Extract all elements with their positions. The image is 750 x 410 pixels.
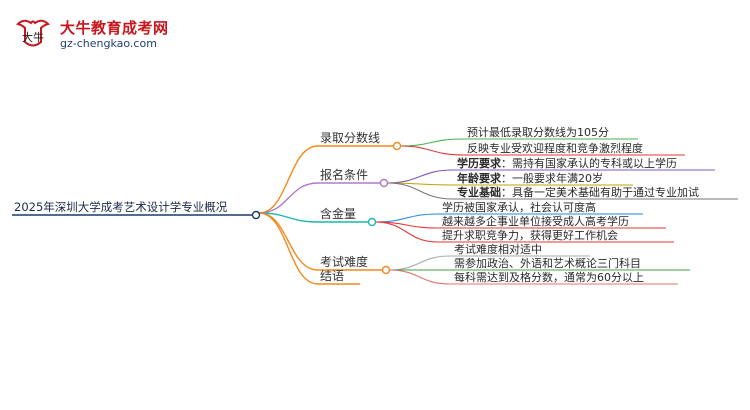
branch-edge-0: [258, 145, 319, 214]
leaf-topic-0-0[interactable]: 预计最低录取分数线为105分: [467, 126, 609, 139]
leaf-topic-2-1[interactable]: 越来越多企事业单位接受成人高考学历: [442, 215, 629, 228]
leaf-text: ：需持有国家承认的专科或以上学历: [501, 157, 677, 170]
branch-topic-4[interactable]: 结语: [320, 269, 345, 283]
branch-edge-1: [258, 182, 319, 214]
branch-topic-2[interactable]: 含金量: [320, 207, 357, 221]
bull-logo-icon: 大牛: [16, 19, 50, 47]
leaf-text: 每科需达到及格分数，通常为60分以上: [454, 271, 644, 284]
branch-topic-0[interactable]: 录取分数线: [320, 131, 381, 145]
leaf-edge-0-0: [399, 138, 464, 147]
leaf-edge-3-0: [388, 255, 451, 271]
leaf-topic-3-1[interactable]: 需参加政治、外语和艺术概论三门科目: [454, 257, 641, 270]
leaf-text: 越来越多企事业单位接受成人高考学历: [442, 215, 629, 228]
leaf-topic-1-2[interactable]: 专业基础：具备一定美术基础有助于通过专业加试: [457, 186, 699, 199]
branch-node-3: [381, 265, 391, 275]
leaf-edge-1-2: [386, 182, 454, 200]
leaf-edge-3-2: [388, 269, 451, 285]
leaf-topic-3-0[interactable]: 考试难度相对适中: [454, 243, 542, 256]
branch-node-0: [392, 141, 402, 151]
leaf-topic-0-1[interactable]: 反映专业受欢迎程度和竞争激烈程度: [467, 142, 643, 155]
branch-node-2: [367, 217, 377, 227]
leaf-topic-2-2[interactable]: 提升求职竞争力，获得更好工作机会: [442, 229, 618, 242]
leaf-key: 学历要求: [457, 157, 501, 170]
leaf-text: 提升求职竞争力，获得更好工作机会: [442, 229, 618, 242]
site-logo[interactable]: 大牛 大牛教育成考网 gz-chengkao.com: [10, 14, 180, 54]
leaf-text: ：一般要求年满20岁: [501, 172, 603, 185]
branch-topic-3[interactable]: 考试难度: [320, 255, 369, 269]
root-node: [251, 210, 261, 220]
branch-edge-4: [258, 212, 319, 285]
logo-url: gz-chengkao.com: [60, 37, 157, 50]
branch-topic-1[interactable]: 报名条件: [320, 168, 369, 182]
logo-mark-text: 大牛: [22, 30, 44, 44]
leaf-key: 年龄要求: [457, 172, 501, 185]
leaf-topic-3-2[interactable]: 每科需达到及格分数，通常为60分以上: [454, 271, 644, 284]
leaf-text: 考试难度相对适中: [454, 243, 542, 256]
leaf-edge-1-0: [386, 169, 454, 184]
leaf-text: 需参加政治、外语和艺术概论三门科目: [454, 257, 641, 270]
leaf-edge-2-2: [374, 221, 439, 243]
leaf-topic-2-0[interactable]: 学历被国家承认，社会认可度高: [442, 201, 596, 214]
leaf-key: 专业基础: [457, 186, 501, 199]
branch-node-1: [379, 178, 389, 188]
leaf-edge-2-0: [374, 213, 439, 223]
logo-name: 大牛教育成考网: [60, 19, 169, 37]
leaf-text: 预计最低录取分数线为105分: [467, 126, 609, 139]
leaf-text: 反映专业受欢迎程度和竞争激烈程度: [467, 142, 643, 155]
leaf-text: 学历被国家承认，社会认可度高: [442, 201, 596, 214]
branch-edge-2: [258, 212, 319, 223]
leaf-topic-1-0[interactable]: 学历要求：需持有国家承认的专科或以上学历: [457, 157, 677, 170]
root-topic[interactable]: 2025年深圳大学成考艺术设计学专业概况: [14, 200, 228, 214]
leaf-topic-1-1[interactable]: 年龄要求：一般要求年满20岁: [457, 172, 603, 185]
leaf-text: ：具备一定美术基础有助于通过专业加试: [501, 186, 699, 199]
leaf-edge-0-1: [399, 145, 464, 156]
